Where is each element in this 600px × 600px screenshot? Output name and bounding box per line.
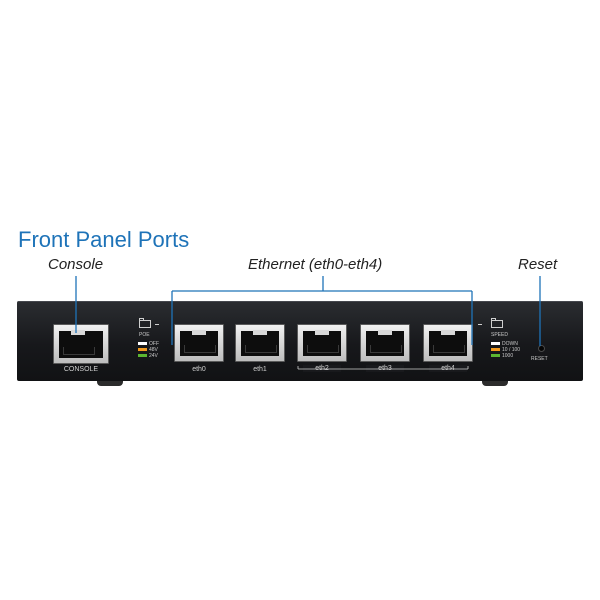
poe-legend-off: OFF [149,341,159,347]
device-foot-right [482,381,508,386]
ethernet-port-eth4[interactable] [423,324,473,362]
router-front-panel: CONSOLE POE OFF 48V 24V eth0 eth1 eth2 e… [17,301,583,381]
console-callout: Console [48,256,104,273]
port-jack [303,330,341,356]
poe-legend-swatch [138,354,147,357]
poe-legend-48v: 48V [149,347,158,353]
port-label-eth1: eth1 [253,366,267,373]
page-title: Front Panel Ports [18,226,190,252]
speed-label: SPEED [491,332,508,338]
speed-legend-10-100: 10 / 100 [502,347,521,353]
speed-legend-swatch [491,348,500,351]
poe-legend-swatch [138,348,147,351]
port-label-eth0: eth0 [192,366,206,373]
speed-legend-down: DOWN [502,341,518,347]
poe-legend-24v: 24V [149,353,158,359]
port-label-eth4: eth4 [429,365,467,372]
speed-dash [478,324,482,325]
ethernet-port-eth2[interactable] [297,324,347,362]
poe-legend-swatch [138,342,147,345]
console-port-label: CONSOLE [63,366,99,373]
port-jack [366,330,404,356]
ethernet-port-eth0[interactable] [174,324,224,362]
device-foot-left [97,381,123,386]
port-jack [180,330,218,356]
ethernet-callout: Ethernet (eth0-eth4) [248,256,383,273]
ethernet-port-eth3[interactable] [360,324,410,362]
poe-label: POE [139,332,150,338]
speed-legend-swatch [491,342,500,345]
speed-legend-swatch [491,354,500,357]
port-jack [241,330,279,356]
poe-icon [139,318,151,328]
port-label-eth2: eth2 [303,365,341,372]
poe-dash [155,324,159,325]
port-jack [429,330,467,356]
ethernet-port-eth1[interactable] [235,324,285,362]
console-port[interactable] [53,324,109,364]
reset-button[interactable] [538,345,545,352]
console-port-jack [59,330,103,358]
reset-label: RESET [531,356,548,362]
reset-callout: Reset [518,256,558,273]
speed-icon [491,318,503,328]
speed-legend-1000: 1000 [502,353,514,359]
port-label-eth3: eth3 [366,365,404,372]
